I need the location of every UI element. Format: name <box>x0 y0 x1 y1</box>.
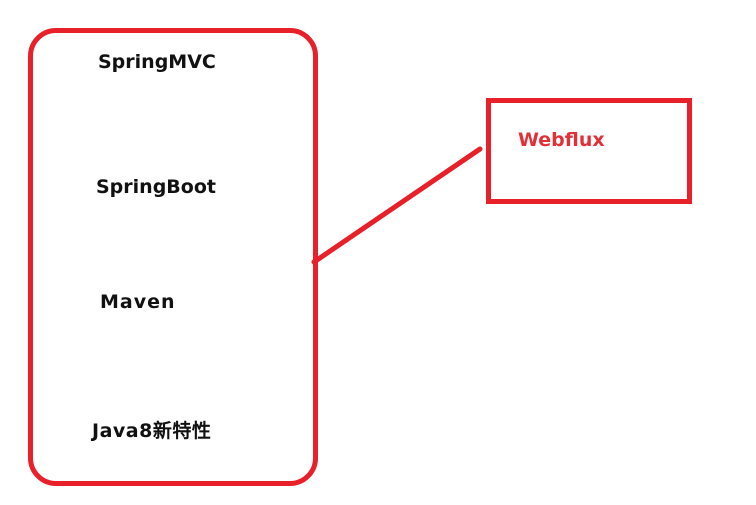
item-java8: Java8新特性 <box>92 420 212 442</box>
webflux-label: Webflux <box>518 129 605 151</box>
item-maven: Maven <box>100 291 176 313</box>
item-springmvc: SpringMVC <box>98 51 216 73</box>
webflux-box <box>486 98 692 204</box>
item-springboot: SpringBoot <box>96 176 216 198</box>
